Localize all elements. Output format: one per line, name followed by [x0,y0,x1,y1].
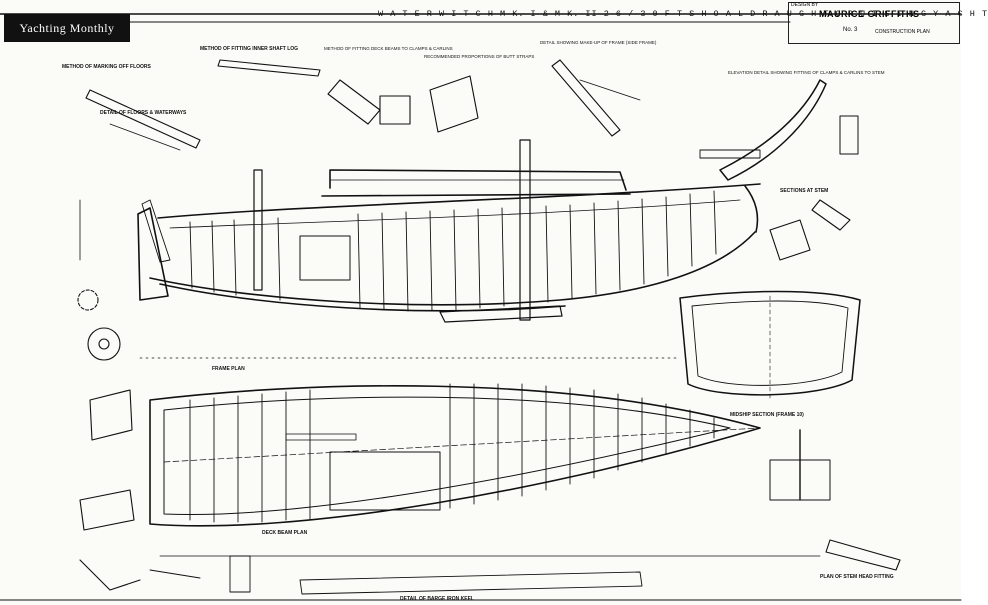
detail-sketches [85,59,641,263]
label-sections-stem: SECTIONS AT STEM [780,188,829,194]
profile-frames [189,190,717,312]
publisher-logo: Yachting Monthly [4,14,130,42]
stem-elevation [699,79,859,181]
label-midship: MIDSHIP SECTION (FRAME 10) [730,412,804,418]
label-frame-detail: DETAIL SHOWING MAKE-UP OF FRAME (SIDE FR… [540,40,657,45]
label-floors: DETAIL OF FLOORS & WATERWAYS [100,110,187,116]
label-elevation-detail: ELEVATION DETAIL SHOWING FITTING OF CLAM… [728,70,885,75]
label-frame-plan: FRAME PLAN [212,366,245,372]
plan-beams [189,383,715,523]
profile-view [137,139,761,323]
plan-view [149,385,761,527]
label-plan-stem: PLAN OF STEM HEAD FITTING [820,574,894,580]
label-deck-plan: DECK BEAM PLAN [262,530,308,536]
sheet-number: No. 3 [843,27,858,33]
midship-section [679,290,861,401]
sheet-kind: CONSTRUCTION PLAN [875,29,930,35]
right-details [769,199,901,571]
design-by-label: DESIGN BY [791,2,819,8]
construction-plan-drawing [0,13,962,601]
left-details [77,199,141,591]
label-shaft-log: METHOD OF FITTING INNER SHAFT LOG [200,46,299,52]
label-deck-beams: METHOD OF FITTING DECK BEAMS TO CLAMPS &… [324,46,453,51]
label-proportions: RECOMMENDED PROPORTIONS OF BUTT STRAPS [424,54,535,59]
label-iron-keel: DETAIL OF BARGE IRON KEEL [400,596,474,602]
keel-detail [139,357,821,595]
label-marking-off: METHOD OF MARKING OFF FLOORS [62,64,151,70]
